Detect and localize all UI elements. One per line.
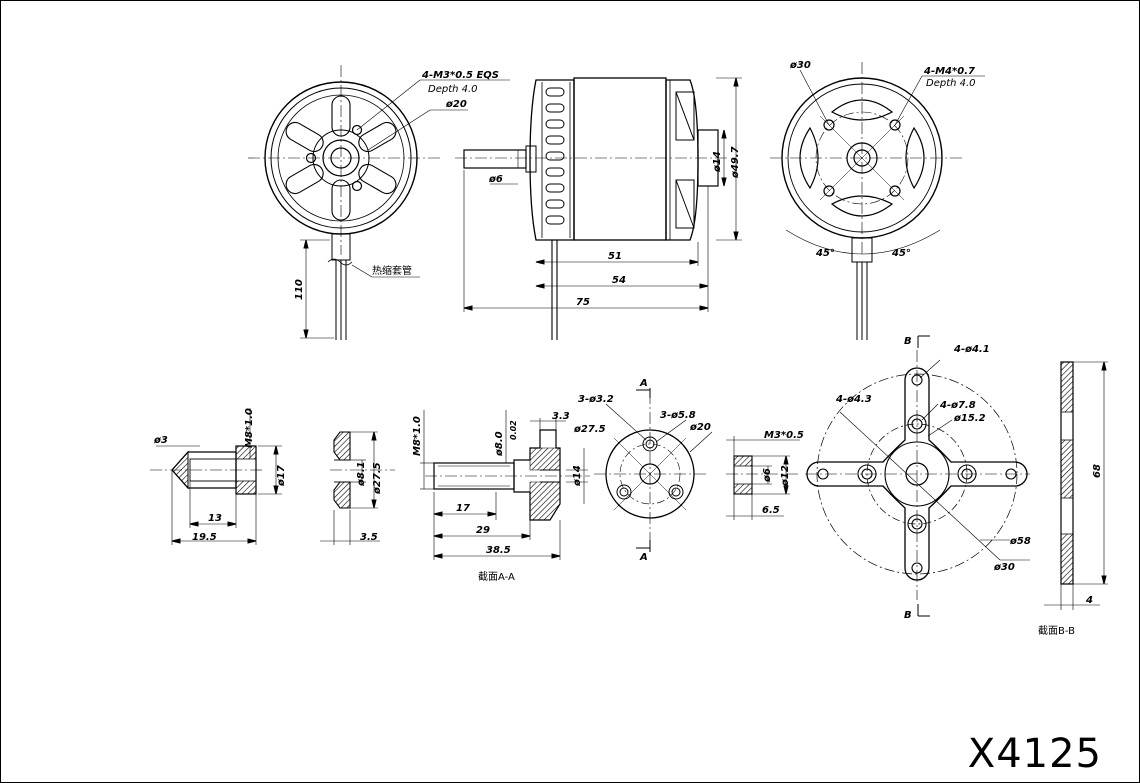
washer-d8-label: ø8.1 (356, 461, 367, 487)
adapter-len3-label: 3.3 (552, 411, 570, 422)
rear-depth-label: Depth 4.0 (926, 78, 976, 89)
section-a-bottom-mark: A (639, 552, 648, 563)
mount-pcd58-label: ø58 (1009, 536, 1031, 547)
face-pcd-label: ø20 (689, 422, 711, 433)
mount-height-label: 68 (1092, 464, 1103, 478)
shaft-dia-label: ø6 (488, 174, 503, 185)
nut-thread-label: M8*1.0 (244, 408, 255, 448)
nut-len13-label: 13 (208, 513, 222, 524)
rear-bolt-circle-label: ø30 (789, 60, 811, 71)
collar-d6-label: ø6 (762, 468, 773, 483)
x-mount-view (805, 335, 1030, 617)
adapter-d8-label: ø8.0 (494, 431, 505, 457)
adapter-len29-label: 29 (476, 525, 490, 536)
len-54-label: 54 (612, 275, 626, 286)
adapter-d14-label: ø14 (572, 465, 583, 487)
face-holes-small-label: 3-ø3.2 (578, 394, 614, 405)
section-b-bottom-mark: B (904, 610, 912, 621)
collar-section (726, 436, 800, 520)
mount-holes-inner-label: 4-ø7.8 (939, 400, 976, 411)
adapter-tol-label: 0.02 (509, 420, 518, 440)
mount-center-label: ø15.2 (953, 413, 986, 424)
rear-view (770, 62, 985, 340)
nut-d3-label: ø3 (153, 435, 168, 446)
heat-shrink-label: 热缩套管 (372, 264, 412, 277)
lead-length-label: 110 (294, 279, 305, 300)
len-51-label: 51 (608, 251, 622, 262)
section-a-top-mark: A (639, 378, 648, 389)
adapter-thread-label: M8*1.0 (412, 416, 423, 456)
rear-thread-label: 4-M4*0.7 (923, 66, 975, 77)
len-75-label: 75 (576, 297, 590, 308)
boss-dia-label: ø14 (712, 151, 723, 173)
collar-d12-label: ø12 (780, 465, 791, 487)
collar-thread-label: M3*0.5 (764, 430, 804, 441)
mount-section (1044, 361, 1108, 610)
prop-adapter-section (420, 410, 590, 560)
rear-angle-left-label: 45° (815, 248, 835, 259)
nut-len19-label: 19.5 (192, 532, 217, 543)
side-view (455, 77, 742, 340)
face-holes-large-label: 3-ø5.8 (660, 410, 696, 421)
mount-pcd30-label: ø30 (993, 562, 1015, 573)
section-b-top-mark: B (904, 336, 912, 347)
section-a-title: 截面A-A (478, 570, 515, 583)
adapter-len38-label: 38.5 (486, 545, 511, 556)
body-dia-label: ø49.7 (730, 146, 741, 179)
mount-holes-mid-label: 4-ø4.3 (835, 394, 872, 405)
front-thread-label: 4-M3*0.5 EQS (421, 70, 499, 81)
section-b-title: 截面B-B (1038, 624, 1075, 637)
front-bolt-circle-label: ø20 (445, 99, 467, 110)
spinner-nut (150, 408, 282, 545)
front-depth-label: Depth 4.0 (428, 84, 478, 95)
face-outer-label: ø27.5 (573, 424, 606, 435)
washer-thick-label: 3.5 (360, 532, 378, 543)
mount-holes-outer-label: 4-ø4.1 (953, 344, 990, 355)
mount-thickness-label: 4 (1085, 595, 1093, 606)
front-view (248, 65, 510, 340)
adapter-len17-label: 17 (456, 503, 470, 514)
collar-len-label: 6.5 (762, 505, 780, 516)
nut-d17-label: ø17 (276, 465, 287, 487)
washer-d27-label: ø27.5 (372, 462, 383, 495)
adapter-face-view (594, 388, 713, 552)
rear-angle-right-label: 45° (891, 248, 911, 259)
model-number: X4125 (967, 731, 1102, 777)
washer-section (320, 431, 395, 545)
